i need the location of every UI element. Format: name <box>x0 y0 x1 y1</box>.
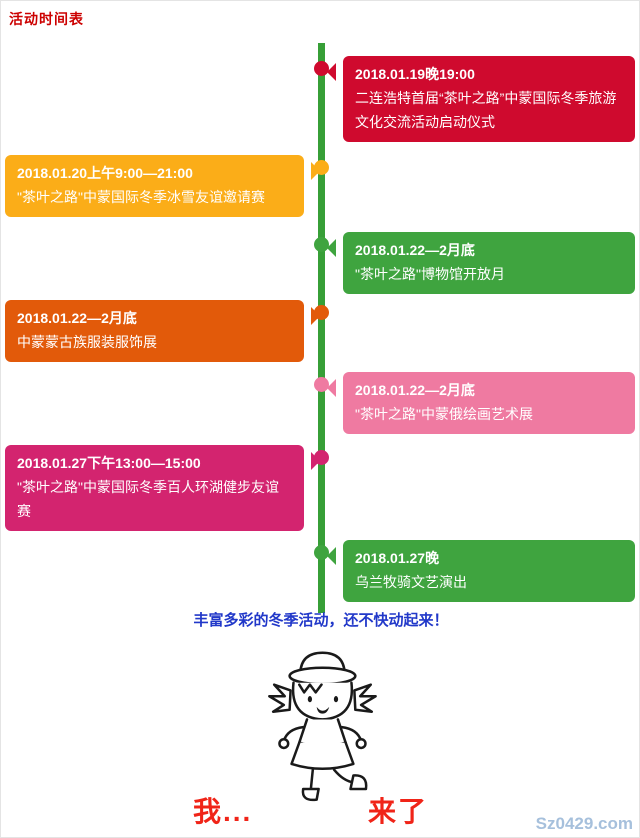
event-tail <box>311 162 320 180</box>
event-desc: "茶叶之路"中蒙国际冬季冰雪友谊邀请赛 <box>17 189 265 205</box>
event-tail <box>311 452 320 470</box>
timeline-dot <box>314 545 329 560</box>
timeline-dot <box>314 61 329 76</box>
mascot-left-text: 我... <box>193 796 253 827</box>
event-tail <box>327 379 336 397</box>
event-desc: "茶叶之路"中蒙俄绘画艺术展 <box>355 406 533 422</box>
event-desc: "茶叶之路"博物馆开放月 <box>355 266 505 282</box>
event-time: 2018.01.22—2月底 <box>355 242 475 258</box>
event-time: 2018.01.20上午9:00—21:00 <box>17 165 193 181</box>
event-desc: 中蒙蒙古族服装服饰展 <box>17 334 157 350</box>
event-desc: "茶叶之路"中蒙国际冬季百人环湖健步友谊赛 <box>17 479 279 519</box>
cartoon-girl-icon <box>239 646 404 823</box>
event-desc: 乌兰牧骑文艺演出 <box>355 574 467 590</box>
event-box: 2018.01.20上午9:00—21:00 "茶叶之路"中蒙国际冬季冰雪友谊邀… <box>5 155 320 217</box>
timeline-dot <box>314 377 329 392</box>
event-tail <box>311 307 320 325</box>
event-box: 2018.01.19晚19:00 二连浩特首届“茶叶之路”中蒙国际冬季旅游文化交… <box>327 56 635 142</box>
timeline-dot <box>314 237 329 252</box>
event-desc: 二连浩特首届“茶叶之路”中蒙国际冬季旅游文化交流活动启动仪式 <box>355 90 617 130</box>
timeline-line <box>318 43 325 613</box>
event-time: 2018.01.22—2月底 <box>17 310 137 326</box>
event-tail <box>327 547 336 565</box>
watermark: Sz0429.com <box>535 814 633 833</box>
mascot-right-text: 来了 <box>368 796 429 827</box>
event-box: 2018.01.27晚 乌兰牧骑文艺演出 <box>327 540 635 602</box>
event-tail <box>327 239 336 257</box>
event-box: 2018.01.22—2月底 "茶叶之路"博物馆开放月 <box>327 232 635 294</box>
event-time: 2018.01.27晚 <box>355 550 440 566</box>
event-time: 2018.01.27下午13:00—15:00 <box>17 455 201 471</box>
closing-note: 丰富多彩的冬季活动，还不快动起来！ <box>193 612 449 629</box>
event-tail <box>327 63 336 81</box>
event-box: 2018.01.22—2月底 "茶叶之路"中蒙俄绘画艺术展 <box>327 372 635 434</box>
event-box: 2018.01.22—2月底 中蒙蒙古族服装服饰展 <box>5 300 320 362</box>
event-time: 2018.01.22—2月底 <box>355 382 475 398</box>
event-box: 2018.01.27下午13:00—15:00 "茶叶之路"中蒙国际冬季百人环湖… <box>5 445 320 531</box>
event-time: 2018.01.19晚19:00 <box>355 66 475 82</box>
page-title: 活动时间表 <box>9 11 84 27</box>
